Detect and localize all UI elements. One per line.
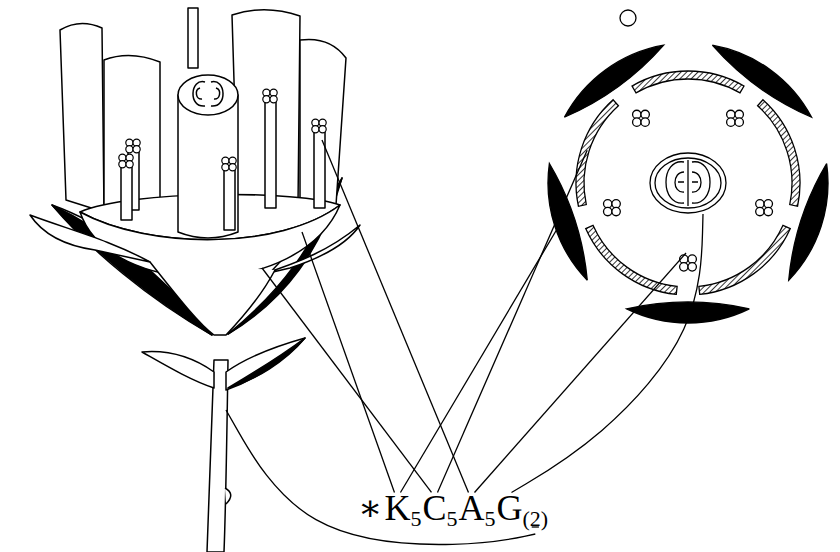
stamen-section [633,110,650,126]
stem [207,360,228,552]
anther [263,89,277,103]
stem-node [225,488,231,504]
style [188,8,198,68]
petal-arc [632,71,744,93]
leader-line [262,268,431,492]
formula-symbol: C [422,490,446,526]
petal-arc [586,225,677,294]
septum [687,160,688,206]
bract [226,338,305,390]
ovule [211,82,223,106]
petal [60,23,104,212]
locule [692,162,710,203]
anther [119,154,133,168]
formula-count: 5 [484,508,495,530]
anther [126,139,140,153]
leader-line [474,253,686,492]
leader-line [511,214,703,492]
leader-line [437,150,587,492]
formula-count: (2) [522,508,548,530]
formula-symbol: ∗ [358,490,382,526]
receptacle [150,262,275,335]
petal-arc [758,100,800,207]
pistil [178,95,238,238]
locule [666,162,684,203]
formula-count: 5 [446,508,457,530]
formula-symbol: G [496,490,522,526]
stamen-section [604,200,621,216]
ovary-section [178,75,238,115]
ovule [193,82,205,106]
bract [142,352,214,388]
stamens [119,89,326,230]
stamen-section [727,110,744,126]
leader-line [322,140,468,492]
sepal [30,215,150,262]
leader-line [400,225,559,493]
gynoecium [650,153,726,213]
formula-symbol: A [458,490,484,526]
petal-arc [576,100,618,207]
formula-count: 5 [410,508,421,530]
formula-symbol: K [384,490,410,526]
floral-formula: ∗K5C5A5G(2) [358,490,549,530]
leader-line [226,410,535,545]
bract-shade [228,338,305,388]
sepal [260,225,360,275]
petal-arc [699,225,790,294]
stamen-section [756,200,773,216]
anther [222,157,236,171]
axis-mark [620,10,636,26]
gynoecium-wall [655,158,721,208]
petal [232,10,300,212]
leader-line [302,232,394,492]
anther [312,119,326,133]
